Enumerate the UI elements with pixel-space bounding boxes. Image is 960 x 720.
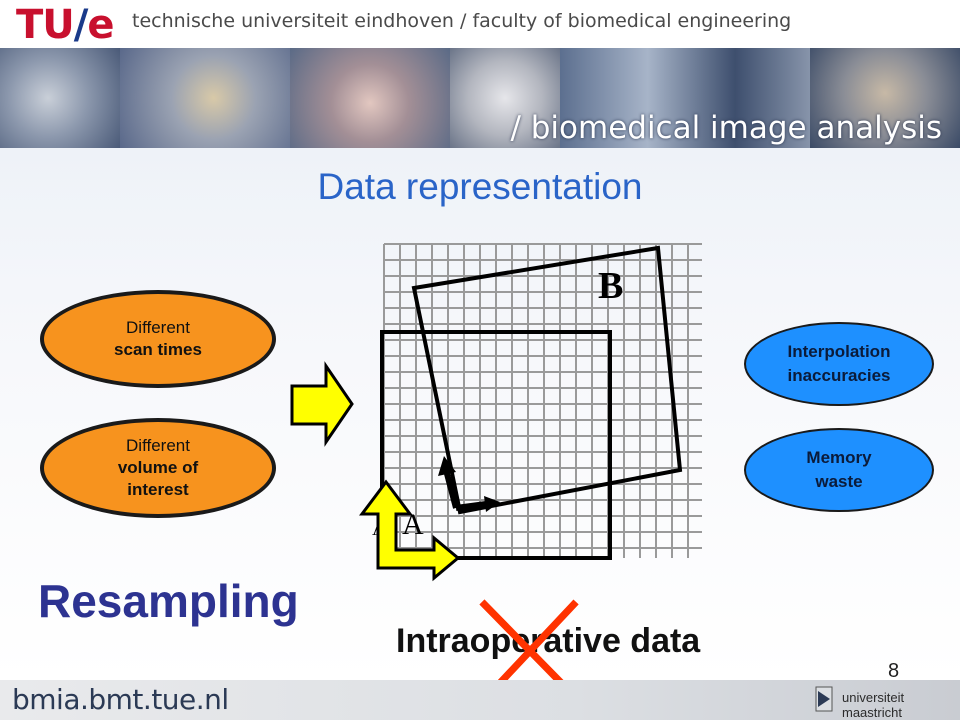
resampling-label: Resampling (38, 575, 299, 627)
footer-university: universiteit maastricht (842, 690, 905, 720)
oval-different-volume: Different volume of interest (40, 418, 276, 518)
b-axis-arrow-horizontal (455, 501, 487, 511)
label-a: A (402, 508, 424, 541)
b-axis-arrowhead-right (484, 496, 500, 512)
oval-memory-waste: Memory waste (744, 428, 934, 512)
banner-title: / biomedical image analysis (510, 110, 942, 146)
label-b: B (598, 265, 623, 307)
header-tagline: technische universiteit eindhoven / facu… (132, 10, 792, 32)
page-number: 8 (888, 660, 900, 682)
maastricht-logo-icon (815, 686, 833, 712)
yellow-right-arrow-icon (290, 361, 354, 447)
oval-different-scan-times: Different scan times (40, 290, 276, 388)
oval-line1: Different (126, 318, 190, 337)
image-a-outline (380, 330, 612, 560)
intraoperative-data-label: Intraoperative data (396, 622, 701, 660)
image-b-outline (411, 245, 683, 515)
oval-line1: Different (126, 436, 190, 455)
page-title: Data representation (317, 166, 643, 207)
footer-url[interactable]: bmia.bmt.tue.nl (12, 683, 229, 716)
b-axis-arrowhead-up (438, 456, 456, 476)
oval-text: Memory waste (806, 448, 872, 491)
oval-line2: scan times (114, 340, 202, 359)
b-axis-arrow-vertical (443, 469, 459, 509)
oval-line2: volume of interest (117, 458, 199, 499)
footer: bmia.bmt.tue.nl universiteit maastricht (0, 680, 960, 720)
header: TU/e technische universiteit eindhoven /… (0, 0, 960, 48)
sampling-grid (383, 243, 702, 558)
oval-interpolation-inaccuracies: Interpolation inaccuracies (744, 322, 934, 406)
yellow-axis-arrows-icon (359, 479, 461, 582)
tue-logo: TU/e (16, 2, 115, 48)
oval-text: Interpolation inaccuracies (787, 342, 891, 385)
header-banner-image: / biomedical image analysis (0, 48, 960, 148)
